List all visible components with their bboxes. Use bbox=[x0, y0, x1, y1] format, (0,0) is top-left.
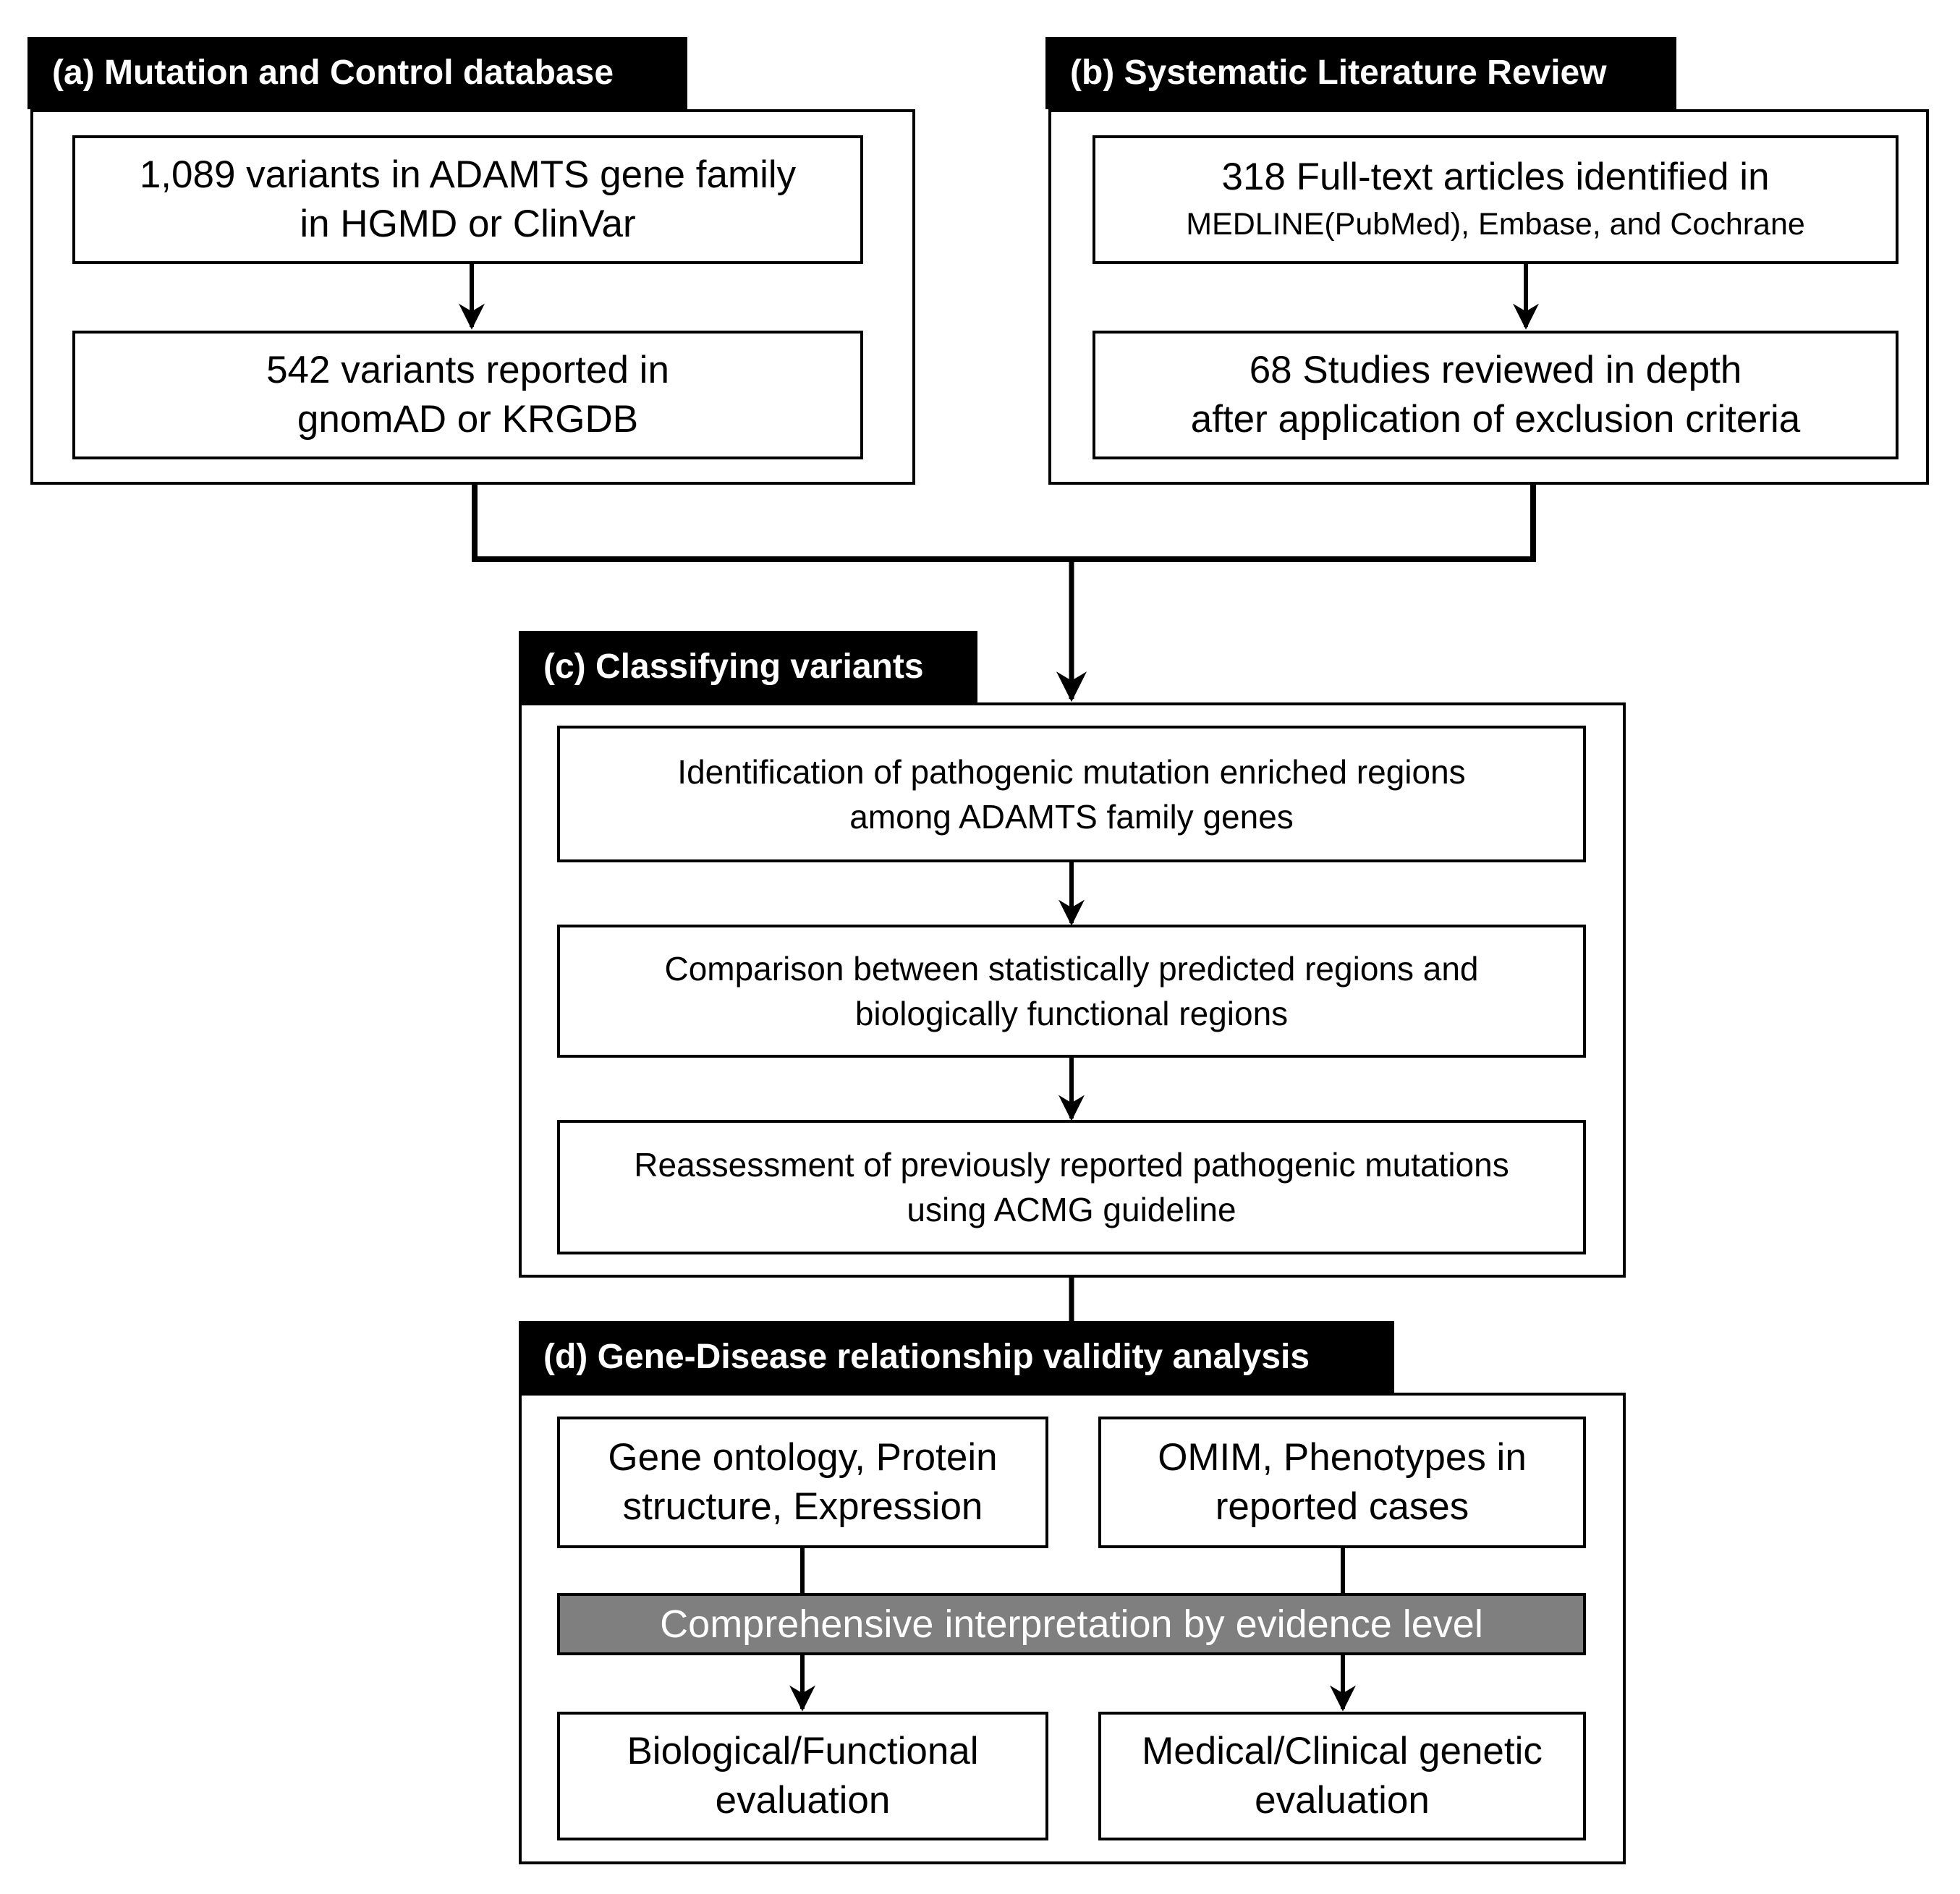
section-b-box-studies: 68 Studies reviewed in depth after appli… bbox=[1093, 331, 1899, 459]
section-d-header: (d) Gene-Disease relationship validity a… bbox=[519, 1321, 1394, 1393]
section-a-frame bbox=[30, 109, 915, 485]
section-d-box-medical: Medical/Clinical genetic evaluation bbox=[1098, 1712, 1586, 1840]
section-c-box-comparison: Comparison between statistically predict… bbox=[557, 925, 1586, 1058]
section-d-box-omim: OMIM, Phenotypes in reported cases bbox=[1098, 1417, 1586, 1548]
section-c-box-reassessment: Reassessment of previously reported path… bbox=[557, 1120, 1586, 1254]
section-b-header: (b) Systematic Literature Review bbox=[1045, 37, 1676, 109]
section-c-box-identification: Identification of pathogenic mutation en… bbox=[557, 726, 1586, 862]
section-d-box-biological: Biological/Functional evaluation bbox=[557, 1712, 1048, 1840]
section-d-box-gene-ontology: Gene ontology, Protein structure, Expres… bbox=[557, 1417, 1048, 1548]
section-b-frame bbox=[1048, 109, 1929, 485]
section-a-header: (a) Mutation and Control database bbox=[27, 37, 687, 109]
section-c-header: (c) Classifying variants bbox=[519, 631, 977, 702]
evidence-level-bar: Comprehensive interpretation by evidence… bbox=[557, 1593, 1586, 1655]
section-c-frame bbox=[519, 702, 1626, 1278]
section-a-box-variants: 1,089 variants in ADAMTS gene family in … bbox=[72, 135, 863, 264]
merge-line-ab bbox=[472, 485, 1536, 562]
section-b-box-articles: 318 Full-text articles identified in MED… bbox=[1093, 135, 1899, 264]
section-a-box-reported: 542 variants reported in gnomAD or KRGDB bbox=[72, 331, 863, 459]
section-d-frame bbox=[519, 1393, 1626, 1864]
